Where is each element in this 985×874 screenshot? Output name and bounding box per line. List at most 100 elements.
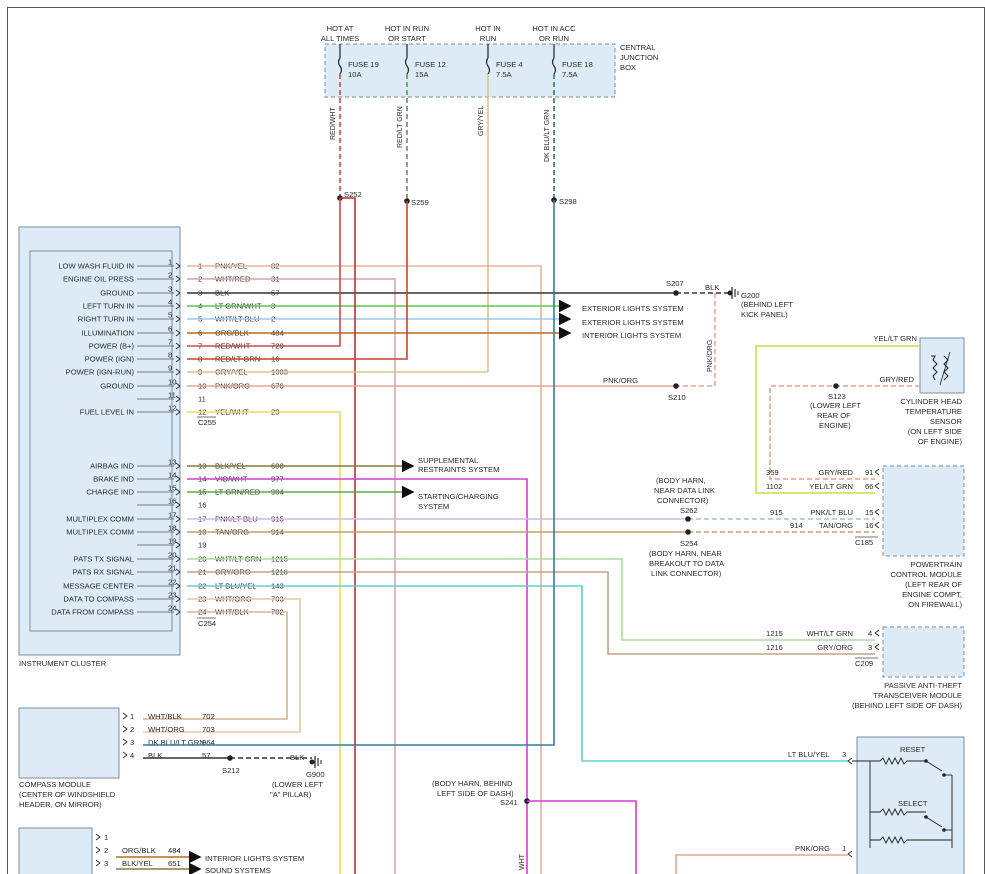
compass-circuit-number: 57 xyxy=(202,751,210,760)
compass-label-1: COMPASS MODULE xyxy=(19,780,91,789)
pcm-wire-color: YEL/LT GRN xyxy=(809,482,853,491)
cluster-pin-label: DATA FROM COMPASS xyxy=(51,608,134,617)
pcm-pin-number: 15 xyxy=(865,508,873,517)
bottom-wire-color: ORG/BLK xyxy=(122,846,156,855)
compass-circuit-number: 964 xyxy=(202,738,215,747)
splice-s123-dot xyxy=(833,383,839,389)
fuse-4-rating: 7.5A xyxy=(496,70,513,79)
splice-s212-label: S212 xyxy=(222,766,240,775)
cluster-pin-label: FUEL LEVEL IN xyxy=(80,408,134,417)
connector-pin-icon xyxy=(175,289,181,297)
wire-label-red-ltgrn: RED/LT GRN xyxy=(397,106,404,148)
cluster-pin-label: POWER (IGN) xyxy=(85,355,135,364)
switch-in-wire: LT BLU/YEL xyxy=(788,750,830,759)
cluster-pin-number: 13 xyxy=(168,458,176,467)
pcm-circuit-number: 915 xyxy=(770,508,783,517)
pats-pin-number: 4 xyxy=(868,629,872,638)
fuse-19-symbol xyxy=(337,57,343,75)
compass-label-3: HEADER, ON MIRROR) xyxy=(19,800,102,809)
cluster-pin-label: AIRBAG IND xyxy=(90,462,134,471)
fuse-18-name: FUSE 18 xyxy=(562,60,593,69)
cluster-pin-number: 18 xyxy=(168,524,176,533)
compass-wire-color: WHT/ORG xyxy=(148,725,185,734)
pats-wire-color: GRY/ORG xyxy=(817,643,853,652)
pats-pin-number: 3 xyxy=(868,643,872,652)
cluster-pin-label: GROUND xyxy=(100,382,134,391)
pats-label-3: (BEHIND LEFT SIDE OF DASH) xyxy=(852,701,962,710)
cluster-wires xyxy=(143,197,875,874)
compass-pin-number: 2 xyxy=(130,725,134,734)
connector-pin-icon xyxy=(175,408,181,416)
compass-label-2: (CENTER OF WINDSHIELD xyxy=(19,790,116,799)
cluster-pin-number: 20 xyxy=(168,551,176,560)
connector-pin-icon xyxy=(175,315,181,323)
ground-icon xyxy=(314,756,322,768)
connector-pin-icon xyxy=(175,475,181,483)
pcm-pin-number: 66 xyxy=(865,482,873,491)
cluster-pin-number: 5 xyxy=(168,311,172,320)
connector-pin-icon xyxy=(175,568,181,576)
s262-loc-2: NEAR DATA LINK xyxy=(654,486,715,495)
fuse-header-3-line1: HOT IN xyxy=(475,24,501,33)
cluster-pin-label: LOW WASH FLUID IN xyxy=(58,262,134,271)
cluster-pin-number: 16 xyxy=(168,497,176,506)
pcm-label-4: ENGINE COMPT, xyxy=(902,590,962,599)
fuse-12-name: FUSE 12 xyxy=(415,60,446,69)
s262-loc-3: CONNECTOR) xyxy=(657,496,709,505)
compass-wire-color: BLK xyxy=(148,751,162,760)
reset-switch-contact xyxy=(925,760,943,772)
splice-s298-label: S298 xyxy=(559,197,577,206)
g200-pnk-org-vert: PNK/ORG xyxy=(707,340,714,372)
pcm-pin-number: 91 xyxy=(865,468,873,477)
g900-label: G900 xyxy=(306,770,325,779)
fuse-4-name: FUSE 4 xyxy=(496,60,523,69)
g200-loc-2: KICK PANEL) xyxy=(741,310,788,319)
cluster-pin-number: 19 xyxy=(168,537,176,546)
cluster-pin-number: 17 xyxy=(168,511,176,520)
splice-s241-area: S241 (BODY HARN, BEHIND LEFT SIDE OF DAS… xyxy=(432,779,637,874)
fuse-header-4-line1: HOT IN ACC xyxy=(532,24,576,33)
splice-s254-label: S254 xyxy=(680,539,698,548)
splice-s212-dot xyxy=(227,755,233,761)
switch-pnk-wire: PNK/ORG xyxy=(795,844,830,853)
connector-pin-icon xyxy=(175,515,181,523)
cluster-connector-pin-number: 11 xyxy=(198,395,206,404)
reset-select-switch-module: RESET SELECT LT BLU/YEL 3 PNK/ORG 1 xyxy=(675,736,965,874)
cluster-pin-label: RIGHT TURN IN xyxy=(78,315,134,324)
connector-pin-icon xyxy=(122,751,128,759)
cluster-pin-number: 11 xyxy=(168,391,176,400)
bottom-pin-number: 2 xyxy=(104,846,108,855)
cluster-pin-number: 23 xyxy=(168,591,176,600)
connector-pin-icon xyxy=(175,501,181,509)
connector-pin-icon xyxy=(95,846,101,854)
instrument-cluster: INSTRUMENT CLUSTER C255 C254 xyxy=(18,226,216,668)
cluster-pin-number: 1 xyxy=(168,258,172,267)
splice-s207-label: S207 xyxy=(666,279,684,288)
cylinder-head-temp-sensor: YEL/LT GRN GRY/RED CYLINDER HEAD TEMPERA… xyxy=(873,334,965,446)
g200-loc-1: (BEHIND LEFT xyxy=(741,300,793,309)
cluster-pin-label: LEFT TURN IN xyxy=(83,302,134,311)
cluster-pin-label: DATA TO COMPASS xyxy=(63,595,134,604)
cluster-pin-label: POWER (IGN-RUN) xyxy=(66,368,135,377)
connector-pin-icon xyxy=(874,643,880,651)
connector-pin-icon xyxy=(175,382,181,390)
pcm-circuit-number: 359 xyxy=(766,468,779,477)
cluster-title: INSTRUMENT CLUSTER xyxy=(19,659,107,668)
pcm-circuit-number: 1102 xyxy=(766,482,782,491)
fuse-header-3-line2: RUN xyxy=(480,34,496,43)
dest-starting-2: SYSTEM xyxy=(418,502,449,511)
pcm-wire-color: PNK/LT BLU xyxy=(810,508,853,517)
compass-circuit-number: 703 xyxy=(202,725,215,734)
cjb-label-1: CENTRAL xyxy=(620,43,655,52)
fuse-19-name: FUSE 19 xyxy=(348,60,379,69)
s241-loc-1: (BODY HARN, BEHIND xyxy=(432,779,513,788)
cjb-label-2: JUNCTION xyxy=(620,53,658,62)
connector-pin-icon xyxy=(874,468,880,476)
bottom-module xyxy=(18,827,93,874)
cluster-pin-label: PATS RX SIGNAL xyxy=(73,568,134,577)
cluster-pin-label: MULTIPLEX COMM xyxy=(66,515,134,524)
pcm-label-3: (LEFT REAR OF xyxy=(905,580,962,589)
g900-blk-label: BLK xyxy=(290,753,304,762)
